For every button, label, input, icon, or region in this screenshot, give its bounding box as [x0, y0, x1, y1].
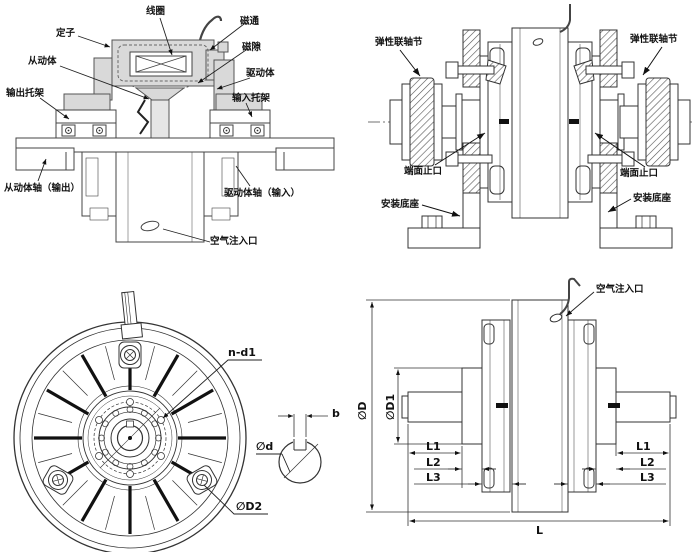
label-spigot-right: 端面止口 — [620, 168, 659, 179]
label-dia-d: ∅d — [256, 440, 274, 453]
dim-b — [278, 414, 328, 437]
label-dia-d2: ∅D2 — [236, 500, 263, 513]
label-magnetic-gap: 磁隙 — [242, 42, 262, 53]
label-base-right: 安装底座 — [633, 193, 672, 204]
label-dia-D1: ∅D1 — [384, 393, 397, 420]
lower-housing — [81, 151, 239, 243]
air-cable — [559, 277, 581, 315]
bracket-plate — [599, 142, 618, 194]
bolt-lug — [42, 341, 218, 495]
label-air-inlet-2: 空气注入口 — [596, 284, 644, 295]
elastic-coupling-right-part — [617, 77, 691, 167]
mounting-base-left — [407, 192, 481, 249]
air-inlet-hole — [549, 313, 563, 323]
label-driving-shaft: 驱动体轴（输入） — [224, 188, 301, 199]
label-coupling-left: 弹性联轴节 — [375, 37, 423, 48]
label-l3-left: L3 — [426, 471, 441, 484]
cable-terminal — [120, 290, 144, 340]
shaft-section-detail — [278, 414, 328, 484]
label-input-bracket: 输入托架 — [232, 93, 271, 104]
leader-lines — [399, 46, 663, 217]
flange-plate — [15, 137, 335, 171]
label-stator: 定子 — [56, 28, 76, 39]
label-driven-body: 从动体 — [28, 56, 57, 67]
label-driving-body: 驱动体 — [246, 68, 275, 79]
label-n-d1: n-d1 — [228, 346, 256, 359]
elastic-coupling-left-part — [389, 77, 463, 167]
label-l1-right: L1 — [636, 440, 651, 453]
air-cable — [559, 4, 571, 33]
bearing — [98, 406, 162, 470]
bracket-plate — [599, 29, 618, 88]
bolt-holes — [95, 398, 165, 478]
dimension-lines — [366, 299, 671, 526]
output-bracket-part — [55, 93, 117, 139]
coil-part — [129, 51, 193, 77]
installation-drawing — [368, 4, 692, 249]
label-l1-left: L1 — [426, 440, 441, 453]
bracket-plate — [462, 29, 481, 88]
fins — [38, 346, 222, 530]
label-coupling-right: 弹性联轴节 — [630, 34, 678, 45]
label-driven-shaft: 从动体轴（输出） — [4, 183, 81, 194]
label-magnetic-flux: 磁通 — [240, 16, 260, 27]
label-dia-D: ∅D — [356, 401, 369, 420]
side-view-drawing — [366, 277, 677, 526]
label-air-inlet-1: 空气注入口 — [210, 236, 258, 247]
flange-discs — [481, 319, 597, 493]
drum — [511, 299, 569, 513]
label-l2-right: L2 — [640, 456, 655, 469]
output-shaft — [407, 391, 463, 423]
cross-section-parts — [15, 15, 335, 243]
cross-section-drawing — [15, 15, 335, 243]
label-L: L — [536, 524, 544, 537]
keyway — [126, 420, 134, 428]
bolts — [445, 61, 635, 167]
leader-lines — [162, 359, 291, 515]
leader-air-inlet — [565, 291, 595, 317]
label-output-bracket: 输出托架 — [6, 88, 45, 99]
label-base-left: 安装底座 — [381, 199, 420, 210]
input-shaft — [615, 391, 671, 423]
bracket-plate — [462, 142, 481, 194]
side-view-parts — [401, 277, 677, 513]
leader-lines — [37, 17, 253, 243]
spokes — [34, 342, 226, 534]
clutch-body — [461, 4, 619, 219]
input-bracket-part — [209, 93, 271, 139]
label-spigot-left: 端面止口 — [404, 166, 443, 177]
label-l3-right: L3 — [640, 471, 655, 484]
label-coil: 线圈 — [146, 6, 166, 17]
cable — [196, 15, 223, 51]
label-b: b — [332, 407, 340, 420]
air-inlet-hole — [140, 220, 160, 232]
front-view-drawing — [13, 290, 328, 552]
wheel — [13, 290, 247, 552]
label-l2-left: L2 — [426, 456, 441, 469]
